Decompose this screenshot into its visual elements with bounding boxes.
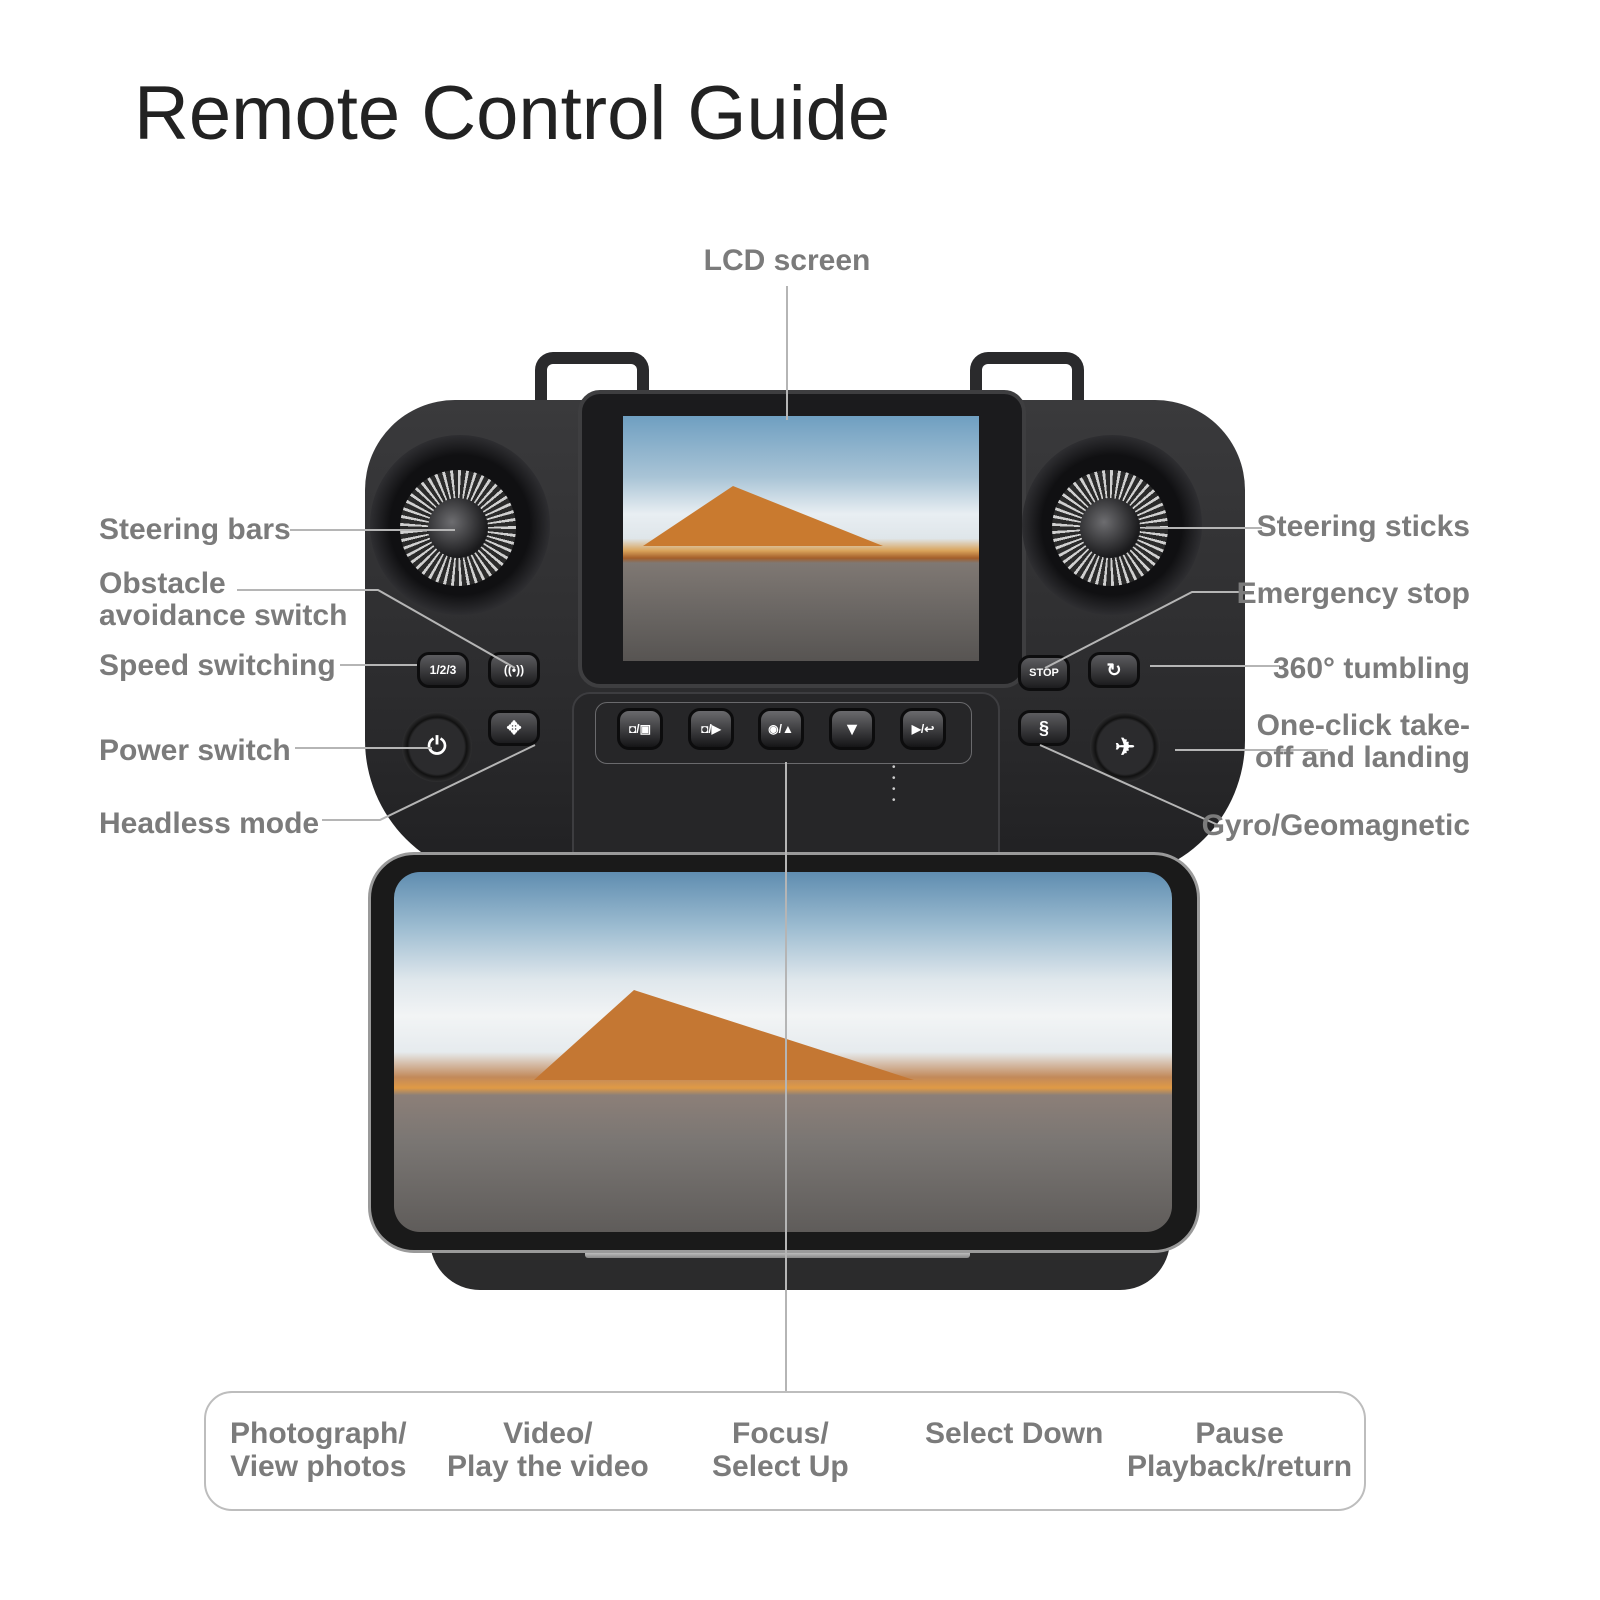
legend-focus: Focus/ Select Up	[712, 1417, 849, 1483]
mountain-shape	[643, 486, 883, 546]
label-speed-switching: Speed switching	[99, 649, 336, 682]
photo-button[interactable]: ◘/▣	[617, 708, 663, 750]
legend-line: Select Down	[925, 1417, 1104, 1450]
label-gyro-geomagnetic: Gyro/Geomagnetic	[1201, 809, 1470, 842]
function-button-legend	[204, 1391, 1366, 1511]
label-steering-sticks: Steering sticks	[1256, 510, 1470, 543]
legend-pause: Pause Playback/return	[1127, 1417, 1352, 1483]
tumbling-button[interactable]: ↻	[1088, 652, 1140, 688]
legend-line: View photos	[230, 1450, 407, 1483]
legend-line: Playback/return	[1127, 1450, 1353, 1483]
legend-line: Focus/	[732, 1417, 829, 1450]
gyro-calibration-button[interactable]: §	[1018, 710, 1070, 746]
pause-return-button[interactable]: ▶/↩	[900, 708, 946, 750]
label-power-switch: Power switch	[99, 734, 291, 767]
video-button[interactable]: ◘/▶	[688, 708, 734, 750]
emergency-stop-button[interactable]: STOP	[1018, 655, 1070, 691]
speed-switch-button[interactable]: 1/2/3	[417, 652, 469, 688]
legend-line: Select Up	[712, 1450, 849, 1483]
phone-screen	[394, 872, 1172, 1232]
legend-line: Pause	[1195, 1417, 1284, 1450]
focus-up-button[interactable]: ◉/▲	[758, 708, 804, 750]
legend-select-down: Select Down	[925, 1417, 1103, 1450]
headless-mode-button[interactable]: ✥	[488, 710, 540, 746]
label-takeoff-line2: off and landing	[1255, 741, 1470, 774]
legend-line: Play the video	[447, 1450, 649, 1483]
label-lcd-screen: LCD screen	[703, 244, 871, 277]
label-360-tumbling: 360° tumbling	[1272, 652, 1470, 685]
phone-mountain-shape	[534, 990, 914, 1080]
label-takeoff-line1: One-click take-	[1256, 709, 1470, 742]
label-emergency-stop: Emergency stop	[1236, 577, 1470, 610]
lcd-screen	[623, 416, 979, 661]
legend-photograph: Photograph/ View photos	[230, 1417, 407, 1483]
legend-video: Video/ Play the video	[447, 1417, 649, 1483]
cradle-bar	[585, 1248, 970, 1258]
page-title: Remote Control Guide	[134, 71, 891, 156]
select-down-button[interactable]: ▼	[829, 708, 875, 750]
legend-line: Video/	[503, 1417, 593, 1450]
label-obstacle-line2: avoidance switch	[99, 599, 348, 632]
label-headless-mode: Headless mode	[99, 807, 320, 840]
function-button-row	[595, 702, 972, 764]
legend-line: Photograph/	[230, 1417, 407, 1450]
label-obstacle-line1: Obstacle	[99, 567, 226, 600]
left-steering-stick[interactable]	[400, 470, 516, 586]
indicator-dots: • • • •	[892, 762, 904, 806]
label-steering-bars: Steering bars	[99, 513, 291, 546]
takeoff-landing-button[interactable]: ✈	[1090, 712, 1160, 782]
